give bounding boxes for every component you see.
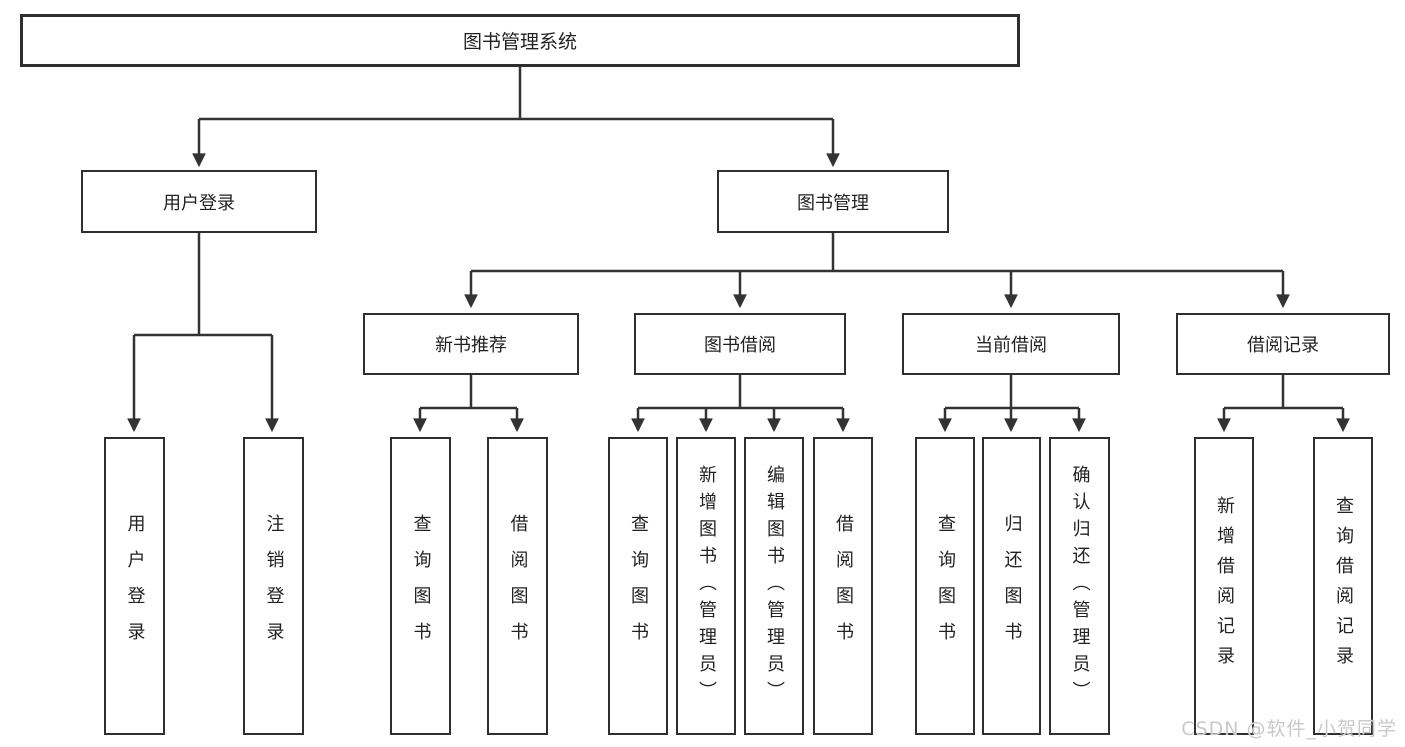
node-label: 借阅图书 [507,514,529,658]
node-label: 图书借阅 [704,335,776,356]
node-label: 图书管理 [797,192,869,214]
node-label: 编辑图书（管理员） [764,464,785,708]
node-label: 查询借阅记录 [1333,496,1354,676]
node-leaf-logout: 注销登录 [243,437,304,735]
node-label: 当前借阅 [975,335,1047,356]
node-label: 新书推荐 [435,335,507,356]
node-leaf-return-book: 归还图书 [982,437,1041,735]
node-leaf-confirm-return-admin: 确认归还（管理员） [1049,437,1110,735]
node-leaf-recommend-query-book: 查询图书 [390,437,451,735]
node-leaf-borrow-book: 借阅图书 [813,437,873,735]
node-label: 新增借阅记录 [1214,496,1235,676]
connector-trunks [134,67,1343,410]
node-label: 用户登录 [163,192,235,214]
node-label: 查询图书 [628,514,649,658]
node-library-system: 图书管理系统 [20,14,1020,67]
node-leaf-user-login: 用户登录 [104,437,165,735]
node-new-book-recommend: 新书推荐 [363,313,579,375]
node-leaf-add-book-admin: 新增图书（管理员） [676,437,736,735]
node-leaf-current-query-book: 查询图书 [915,437,975,735]
node-leaf-query-borrow-record: 查询借阅记录 [1313,437,1373,735]
node-label: 借阅图书 [833,514,854,658]
node-current-borrow: 当前借阅 [902,313,1120,375]
node-leaf-borrow-query-book: 查询图书 [608,437,668,735]
node-label: 新增图书（管理员） [696,464,717,708]
csdn-watermark: CSDN @软件_小贺同学 [1181,718,1397,740]
node-book-borrow: 图书借阅 [634,313,846,375]
node-label: 归还图书 [1001,514,1023,658]
node-book-management: 图书管理 [717,170,949,233]
node-leaf-add-borrow-record: 新增借阅记录 [1194,437,1254,735]
arrow-group [127,119,1350,433]
node-label: 用户登录 [124,514,146,658]
node-leaf-edit-book-admin: 编辑图书（管理员） [744,437,804,735]
node-label: 借阅记录 [1247,335,1319,356]
node-label: 注销登录 [263,514,285,658]
node-leaf-recommend-borrow-book: 借阅图书 [487,437,548,735]
node-label: 查询图书 [410,514,432,658]
node-label: 图书管理系统 [462,31,577,53]
node-user-login: 用户登录 [81,170,317,233]
node-borrow-record: 借阅记录 [1176,313,1390,375]
node-label: 查询图书 [935,514,956,658]
node-label: 确认归还（管理员） [1069,464,1091,708]
